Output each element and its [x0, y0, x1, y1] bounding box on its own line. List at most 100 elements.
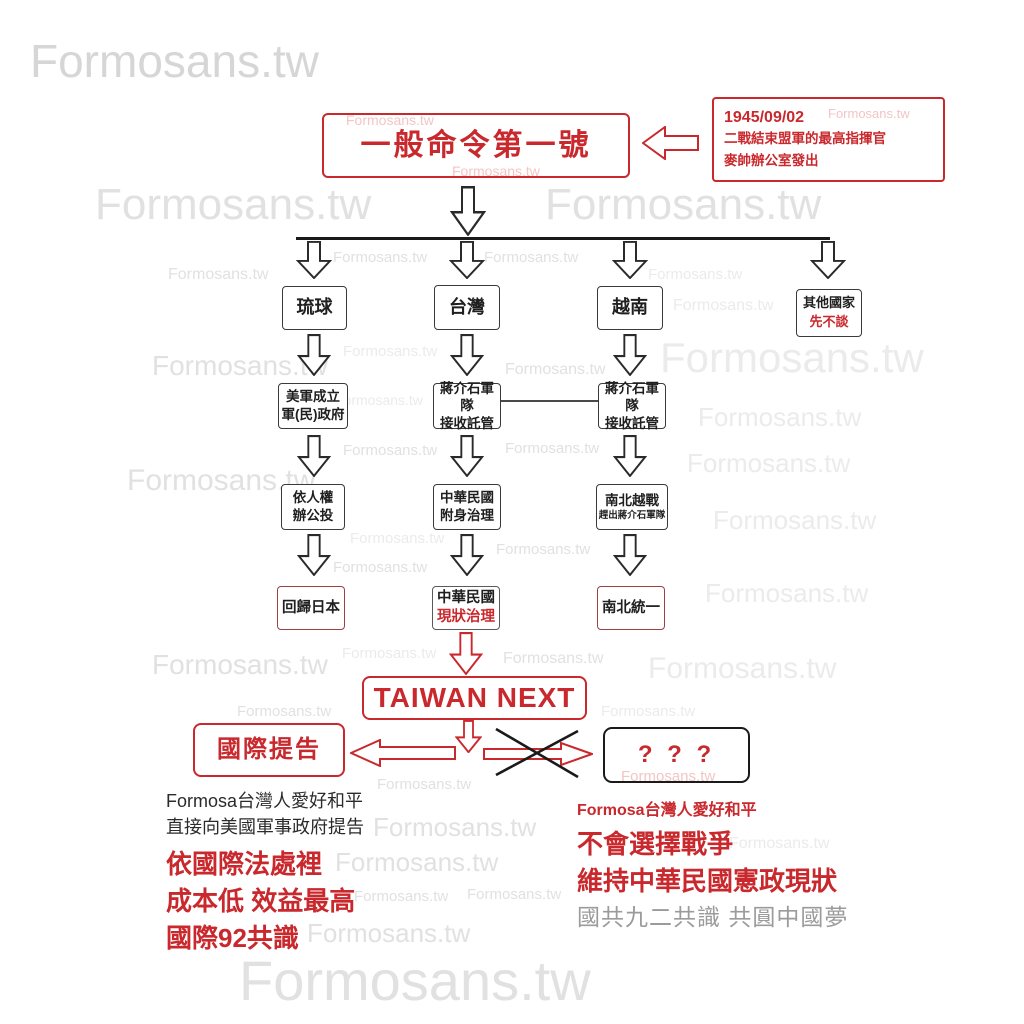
watermark: Formosans.tw — [342, 645, 437, 662]
cross-out-x-icon — [495, 727, 579, 779]
down-arrow-icon — [450, 534, 484, 576]
watermark: Formosans.tw — [354, 888, 449, 905]
watermark: Formosans.tw — [95, 180, 372, 229]
left-line-2: 直接向美國軍事政府提告 — [166, 817, 364, 837]
unknown-label: ? ? ? — [637, 741, 716, 769]
branch-line — [296, 237, 830, 240]
watermark: Formosans.tw — [333, 559, 428, 576]
down-arrow-icon — [612, 241, 648, 279]
watermark: Formosans.tw — [660, 334, 924, 381]
taiwan-next-box: TAIWAN NEXT — [362, 676, 587, 720]
watermark: Formosans.tw — [343, 442, 438, 459]
watermark: Formosans.tw — [452, 163, 540, 179]
watermark: Formosans.tw — [828, 106, 910, 121]
right-line-4: 國共九二共識 共圓中國夢 — [577, 904, 849, 930]
down-arrow-icon — [810, 241, 846, 279]
down-arrow-icon — [450, 334, 484, 376]
node-sublabel: 先不談 — [809, 314, 849, 329]
watermark: Formosans.tw — [168, 266, 269, 283]
node-line1: 蔣介石軍隊 — [440, 380, 494, 414]
node-ryukyu: 琉球 — [282, 286, 347, 330]
node-line2: 接收託管 — [605, 415, 659, 431]
node-return-japan: 回歸日本 — [277, 586, 345, 630]
red-down-arrow-icon — [449, 632, 483, 675]
watermark: Formosans.tw — [335, 392, 423, 408]
node-line2: 趕出蔣介石軍隊 — [598, 510, 666, 522]
watermark: Formosans.tw — [545, 180, 822, 229]
right-text-block: Formosa台灣人愛好和平 不會選擇戰爭 維持中華民國憲政現狀 國共九二共識 … — [577, 799, 848, 934]
watermark: Formosans.tw — [467, 886, 562, 903]
down-arrow-icon — [449, 241, 485, 279]
node-line2: 辦公投 — [292, 508, 334, 523]
node-taiwan: 台灣 — [434, 285, 500, 330]
watermark: Formosans.tw — [343, 343, 438, 360]
node-unification: 南北統一 — [597, 586, 665, 630]
watermark: Formosans.tw — [687, 448, 851, 478]
node-line1: 南北越戰 — [605, 492, 659, 508]
left-line-1: Formosa台灣人愛好和平 — [166, 791, 364, 811]
watermark: Formosans.tw — [648, 266, 743, 283]
watermark: Formosans.tw — [377, 776, 472, 793]
watermark: Formosans.tw — [713, 505, 877, 535]
watermark: Formosans.tw — [484, 249, 579, 266]
down-arrow-icon — [450, 186, 486, 236]
intl-lawsuit-label: 國際提告 — [217, 736, 321, 764]
watermark: Formosans.tw — [673, 297, 774, 314]
watermark: Formosans.tw — [373, 812, 537, 842]
left-text-block: Formosa台灣人愛好和平 直接向美國軍事政府提告 依國際法處裡 成本低 效益… — [166, 788, 364, 957]
watermark: Formosans.tw — [648, 652, 837, 685]
node-line1: 中華民國 — [440, 490, 494, 506]
watermark: Formosans.tw — [350, 530, 445, 547]
watermark: Formosans.tw — [346, 112, 434, 128]
watermark: Formosans.tw — [729, 835, 830, 852]
node-others: 其他國家 先不談 — [796, 289, 862, 337]
watermark: Formosans.tw — [496, 541, 591, 558]
node-line1: 美軍成立 — [286, 389, 340, 405]
right-line-2: 不會選擇戰爭 — [577, 829, 734, 859]
note-line2: 二戰結束盟軍的最高指揮官 — [724, 130, 886, 146]
node-us-military-gov: 美軍成立 軍(民)政府 — [278, 383, 348, 429]
down-arrow-icon — [297, 435, 331, 477]
watermark: Formosans.tw — [333, 249, 428, 266]
node-chiang-takeover-vietnam: 蔣介石軍隊 接收託管 — [598, 381, 666, 431]
node-line2: 現狀治理 — [437, 609, 495, 625]
node-line2: 軍(民)政府 — [281, 407, 345, 422]
node-label: 越南 — [612, 297, 648, 318]
down-arrow-icon — [297, 334, 331, 376]
red-down-arrow-icon — [455, 720, 482, 753]
left-line-4: 成本低 效益最高 — [166, 886, 356, 916]
watermark: Formosans.tw — [30, 35, 319, 87]
title-box: 一般命令第一號 — [322, 113, 630, 178]
watermark: Formosans.tw — [621, 768, 716, 785]
down-arrow-icon — [450, 435, 484, 477]
node-roc-attach: 中華民國 附身治理 — [433, 484, 501, 530]
taiwan-next-label: TAIWAN NEXT — [373, 681, 576, 713]
down-arrow-icon — [296, 241, 332, 279]
watermark: Formosans.tw — [152, 649, 328, 680]
note-box: 1945/09/02 二戰結束盟軍的最高指揮官 麥帥辦公室發出 — [712, 97, 945, 182]
node-label: 台灣 — [449, 296, 485, 317]
down-arrow-icon — [613, 435, 647, 477]
down-arrow-icon — [613, 334, 647, 376]
node-roc-status-quo: 中華民國 現狀治理 — [432, 586, 500, 630]
note-line3: 麥帥辦公室發出 — [724, 152, 819, 168]
node-line1: 依人權 — [292, 490, 334, 506]
watermark: Formosans.tw — [601, 703, 696, 720]
intl-lawsuit-box: 國際提告 — [193, 723, 345, 777]
watermark: Formosans.tw — [239, 949, 591, 1012]
node-label: 其他國家 — [802, 295, 855, 311]
watermark: Formosans.tw — [237, 703, 332, 720]
left-line-3: 依國際法處裡 — [166, 849, 323, 879]
node-label: 南北統一 — [602, 599, 660, 616]
down-arrow-icon — [297, 534, 331, 576]
node-referendum: 依人權 辦公投 — [281, 484, 345, 530]
node-line1: 中華民國 — [437, 590, 495, 607]
node-vietnam-war: 南北越戰 趕出蔣介石軍隊 — [596, 484, 668, 530]
node-line2: 附身治理 — [440, 508, 494, 523]
node-label: 琉球 — [296, 297, 333, 318]
node-vietnam: 越南 — [597, 286, 663, 330]
note-arrow-left-icon — [642, 126, 699, 160]
title-text: 一般命令第一號 — [360, 129, 592, 162]
watermark: Formosans.tw — [503, 650, 604, 667]
